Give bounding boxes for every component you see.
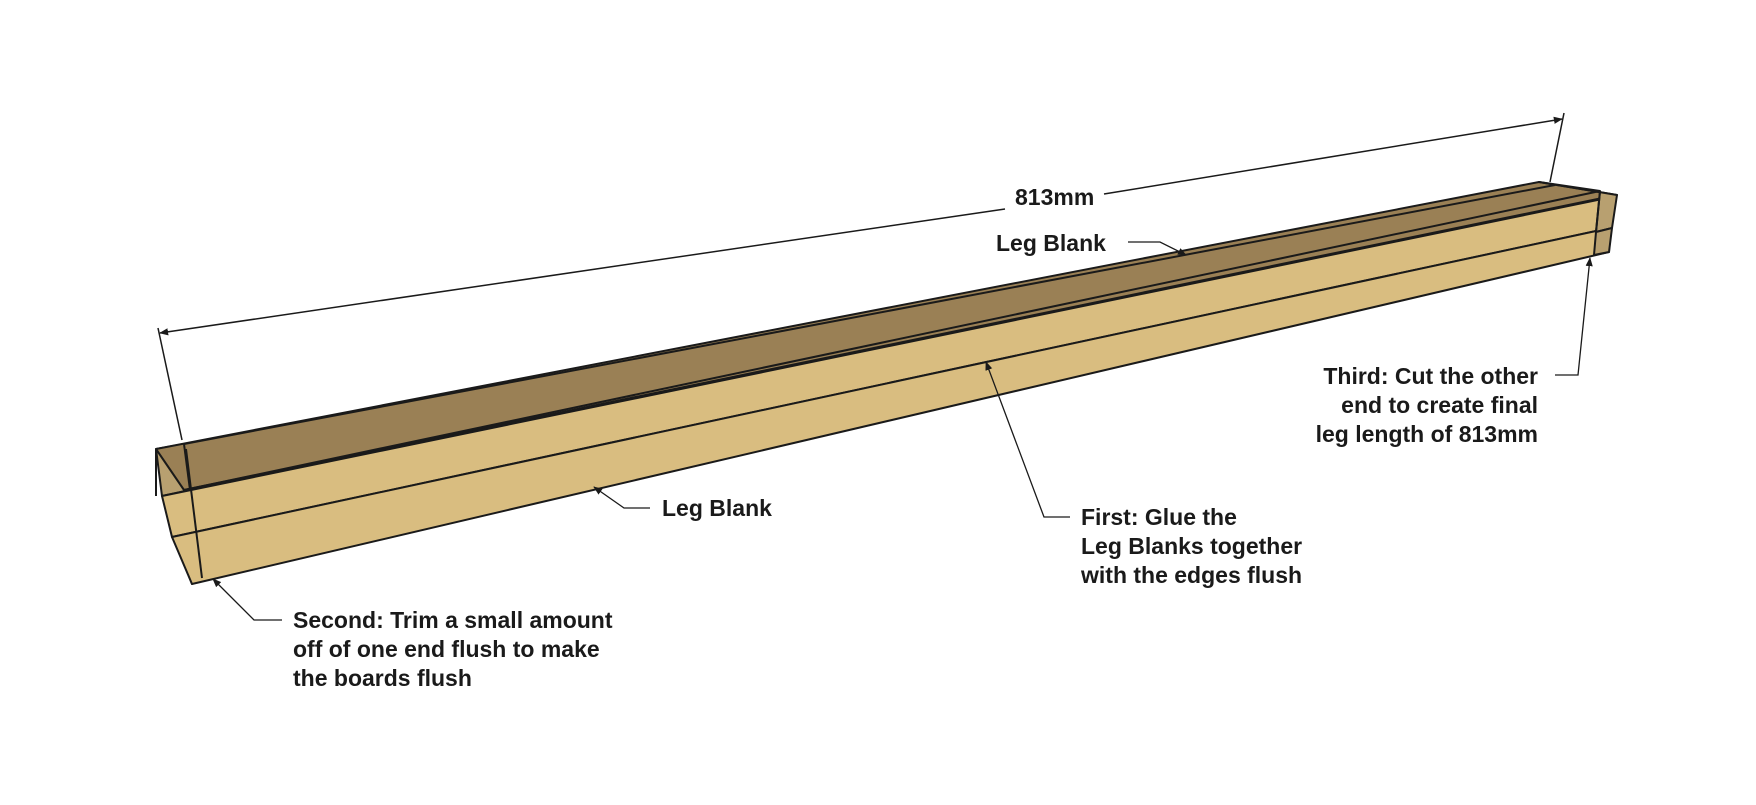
leg-blank-bottom-label: Leg Blank — [662, 495, 772, 521]
dimension-label: 813mm — [1012, 183, 1098, 212]
leader-third — [1555, 257, 1593, 376]
note-second-step: Second: Trim a small amount off of one e… — [293, 606, 613, 693]
board-edges — [155, 184, 1601, 579]
dimension-extension-left — [157, 327, 183, 441]
leg-blank-top-label: Leg Blank — [996, 230, 1106, 256]
note-third-step: Third: Cut the other end to create final… — [1285, 362, 1538, 449]
dimension-extension-right — [1549, 112, 1565, 183]
note-third-line-2: end to create final — [1341, 392, 1538, 418]
note-first-line-1: First: Glue the — [1081, 504, 1237, 530]
note-first-step: First: Glue the Leg Blanks together with… — [1081, 503, 1302, 590]
note-third-line-1: Third: Cut the other — [1323, 363, 1538, 389]
dimension-arrow-left — [159, 208, 1006, 336]
leader-leg-blank-bottom — [593, 486, 650, 509]
dimension-line — [157, 112, 1565, 441]
leader-second — [212, 578, 282, 621]
dimension-arrow-right — [1103, 116, 1563, 195]
note-second-line-2: off of one end flush to make — [293, 636, 600, 662]
right-end-lower-face — [1593, 227, 1613, 256]
leader-leg-blank-top — [1128, 241, 1187, 256]
note-first-line-3: with the edges flush — [1081, 562, 1303, 588]
note-second-line-3: the boards flush — [293, 665, 472, 691]
note-third-line-3: leg length of 813mm — [1315, 421, 1538, 447]
leader-lines — [212, 241, 1593, 621]
note-first-line-2: Leg Blanks together — [1081, 533, 1303, 559]
note-second-line-1: Second: Trim a small amount — [293, 607, 613, 633]
leader-first — [985, 361, 1070, 518]
